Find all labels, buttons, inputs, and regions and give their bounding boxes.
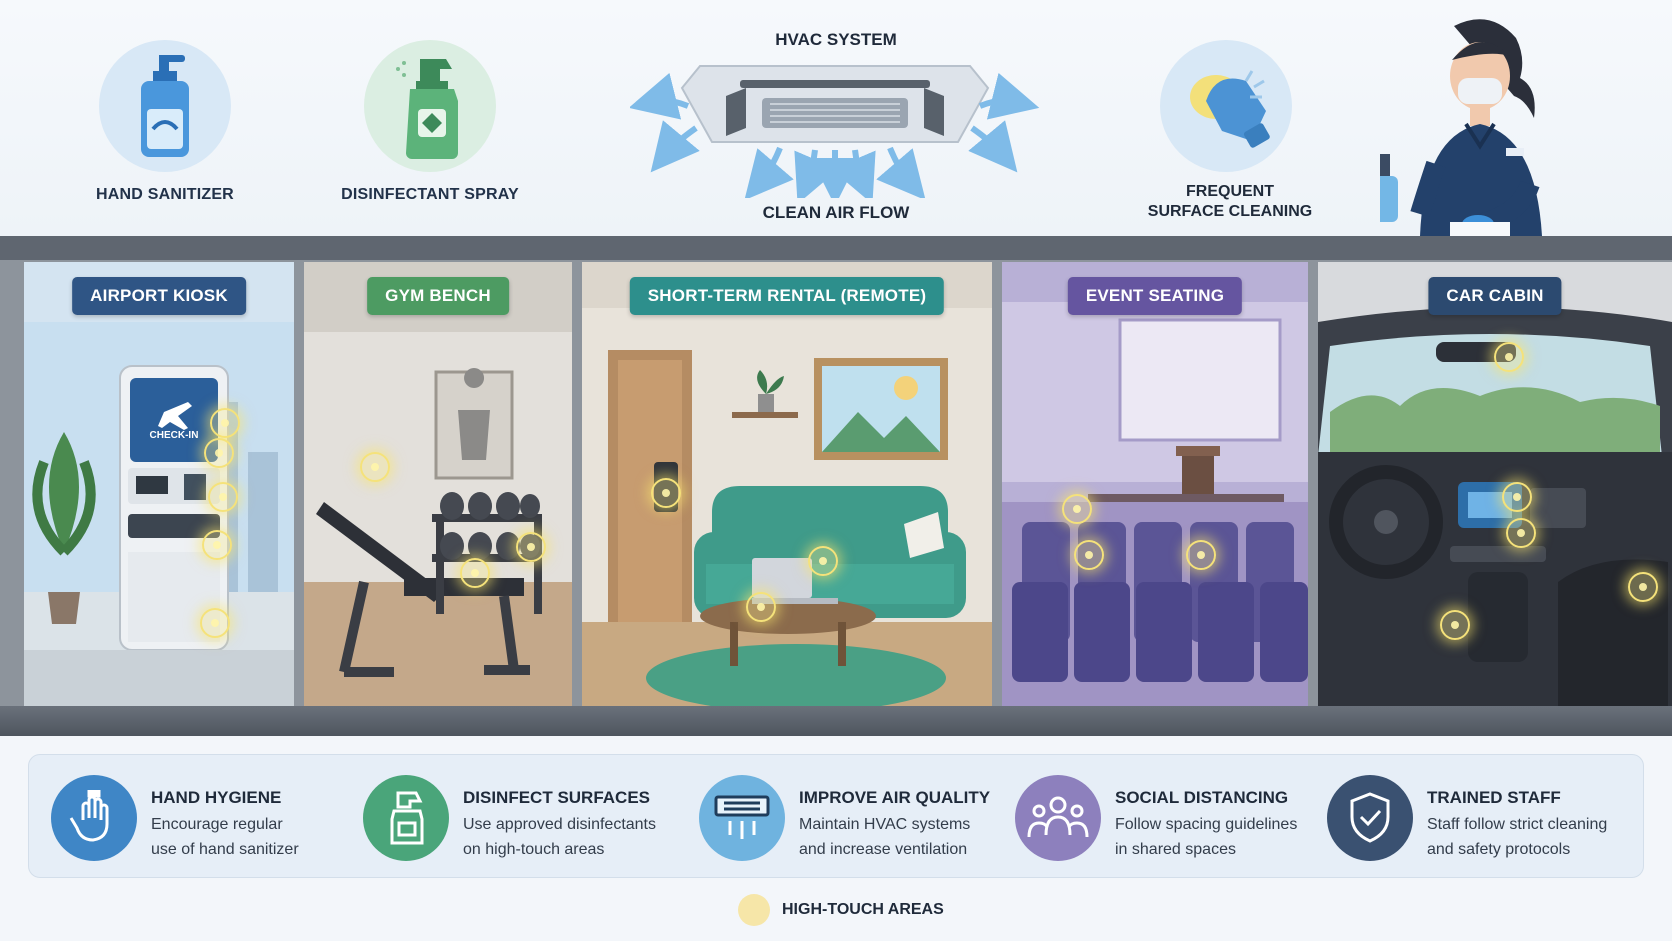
car-cabin-scene	[1318, 262, 1672, 706]
hand-sanitizer-item: HAND SANITIZER	[90, 40, 240, 204]
measure-desc-line1: Encourage regular	[151, 816, 283, 833]
surface-cleaning-item	[1160, 40, 1292, 186]
air-vent-icon	[699, 775, 785, 861]
measure-desc-line1: Staff follow strict cleaning	[1427, 816, 1608, 833]
panel-airport-kiosk: AIRPORT KIOSK CHECK-IN	[24, 262, 294, 706]
measure-desc-line1: Maintain HVAC systems	[799, 816, 971, 833]
high-touch-marker	[1440, 610, 1470, 640]
measure-title: HAND HYGIENE	[151, 788, 282, 807]
kiosk-screen-text: CHECK-IN	[149, 430, 199, 441]
measure-title: DISINFECT SURFACES	[463, 788, 651, 807]
disinfectant-spray-label: DISINFECTANT SPRAY	[341, 186, 519, 203]
high-touch-marker	[1502, 482, 1532, 512]
hand-sanitizer-icon	[99, 40, 231, 172]
panel-label-event-seating: EVENT SEATING	[1067, 277, 1243, 315]
high-touch-marker	[1186, 540, 1216, 570]
panel-label-airport-kiosk: AIRPORT KIOSK	[72, 277, 246, 315]
spray-bottle-icon	[364, 40, 496, 172]
measure-title: IMPROVE AIR QUALITY	[799, 788, 991, 807]
hvac-unit-icon	[630, 65, 1040, 198]
panel-car-cabin: CAR CABIN	[1318, 262, 1672, 706]
measure-disinfect-surfaces: DISINFECT SURFACES Use approved disinfec…	[341, 769, 661, 865]
shield-check-icon	[1327, 775, 1413, 861]
panel-label-gym-bench: GYM BENCH	[367, 277, 509, 315]
measure-hand-hygiene: HAND HYGIENE Encourage regular use of ha…	[29, 769, 349, 865]
high-touch-marker	[808, 546, 838, 576]
clean-air-flow-label: CLEAN AIR FLOW	[762, 203, 910, 222]
high-touch-marker	[360, 452, 390, 482]
high-touch-marker	[1074, 540, 1104, 570]
measure-desc-line2: in shared spaces	[1115, 841, 1236, 858]
panel-label-short-term-rental: SHORT-TERM RENTAL (REMOTE)	[629, 277, 945, 315]
high-touch-marker	[460, 558, 490, 588]
cleaning-staff-illustration	[1380, 19, 1542, 236]
people-icon	[1015, 775, 1101, 861]
gym-bench-scene	[304, 262, 572, 706]
measure-title: SOCIAL DISTANCING	[1115, 788, 1289, 807]
high-touch-marker	[746, 592, 776, 622]
high-touch-marker	[516, 532, 546, 562]
panel-gym-bench: GYM BENCH	[304, 262, 572, 706]
panel-label-car-cabin: CAR CABIN	[1428, 277, 1562, 315]
measure-desc-line2: use of hand sanitizer	[151, 841, 299, 858]
measure-desc-line2: on high-touch areas	[463, 841, 605, 858]
high-touch-legend-dot	[738, 894, 770, 926]
surface-cleaning-label-line2: SURFACE CLEANING	[1147, 203, 1313, 220]
hand-icon	[51, 775, 137, 861]
high-touch-marker	[200, 608, 230, 638]
hvac-system-title: HVAC SYSTEM	[775, 30, 897, 49]
frame-bottom-beam	[0, 706, 1672, 736]
measure-social-distancing: SOCIAL DISTANCING Follow spacing guideli…	[993, 769, 1313, 865]
high-touch-marker	[204, 438, 234, 468]
high-touch-marker	[202, 530, 232, 560]
short-term-rental-scene	[582, 262, 992, 706]
high-touch-legend: HIGH-TOUCH AREAS	[738, 894, 944, 926]
panel-event-seating: EVENT SEATING	[1002, 262, 1308, 706]
high-touch-marker	[210, 408, 240, 438]
high-touch-legend-label: HIGH-TOUCH AREAS	[782, 901, 944, 918]
high-touch-marker	[1062, 494, 1092, 524]
measure-trained-staff: TRAINED STAFF Staff follow strict cleani…	[1305, 769, 1625, 865]
cleaning-glove-icon	[1160, 40, 1292, 172]
hand-sanitizer-label: HAND SANITIZER	[96, 186, 234, 203]
high-touch-marker	[1628, 572, 1658, 602]
measure-desc-line1: Follow spacing guidelines	[1115, 816, 1298, 833]
high-touch-marker	[651, 478, 681, 508]
surface-cleaning-label: FREQUENT SURFACE CLEANING	[1120, 182, 1340, 222]
safety-measures-bar: HAND HYGIENE Encourage regular use of ha…	[28, 754, 1644, 878]
disinfectant-spray-item: DISINFECTANT SPRAY	[340, 40, 520, 204]
event-seating-scene	[1002, 262, 1308, 706]
top-illustration-strip: HAND SANITIZER DISINFECTANT SPRAY HVAC S…	[0, 0, 1672, 236]
surface-cleaning-label-line1: FREQUENT	[1186, 183, 1274, 200]
measure-desc-line2: and increase ventilation	[799, 841, 968, 858]
measure-title: TRAINED STAFF	[1427, 788, 1561, 807]
high-touch-marker	[1494, 342, 1524, 372]
high-touch-marker	[208, 482, 238, 512]
frame-top-beam	[0, 236, 1672, 260]
measure-desc-line2: and safety protocols	[1427, 841, 1571, 858]
panel-short-term-rental: SHORT-TERM RENTAL (REMOTE)	[582, 262, 992, 706]
spray-bottle-icon	[363, 775, 449, 861]
airport-kiosk-scene	[24, 262, 294, 706]
measure-desc-line1: Use approved disinfectants	[463, 816, 656, 833]
high-touch-marker	[1506, 518, 1536, 548]
measure-improve-air-quality: IMPROVE AIR QUALITY Maintain HVAC system…	[677, 769, 997, 865]
